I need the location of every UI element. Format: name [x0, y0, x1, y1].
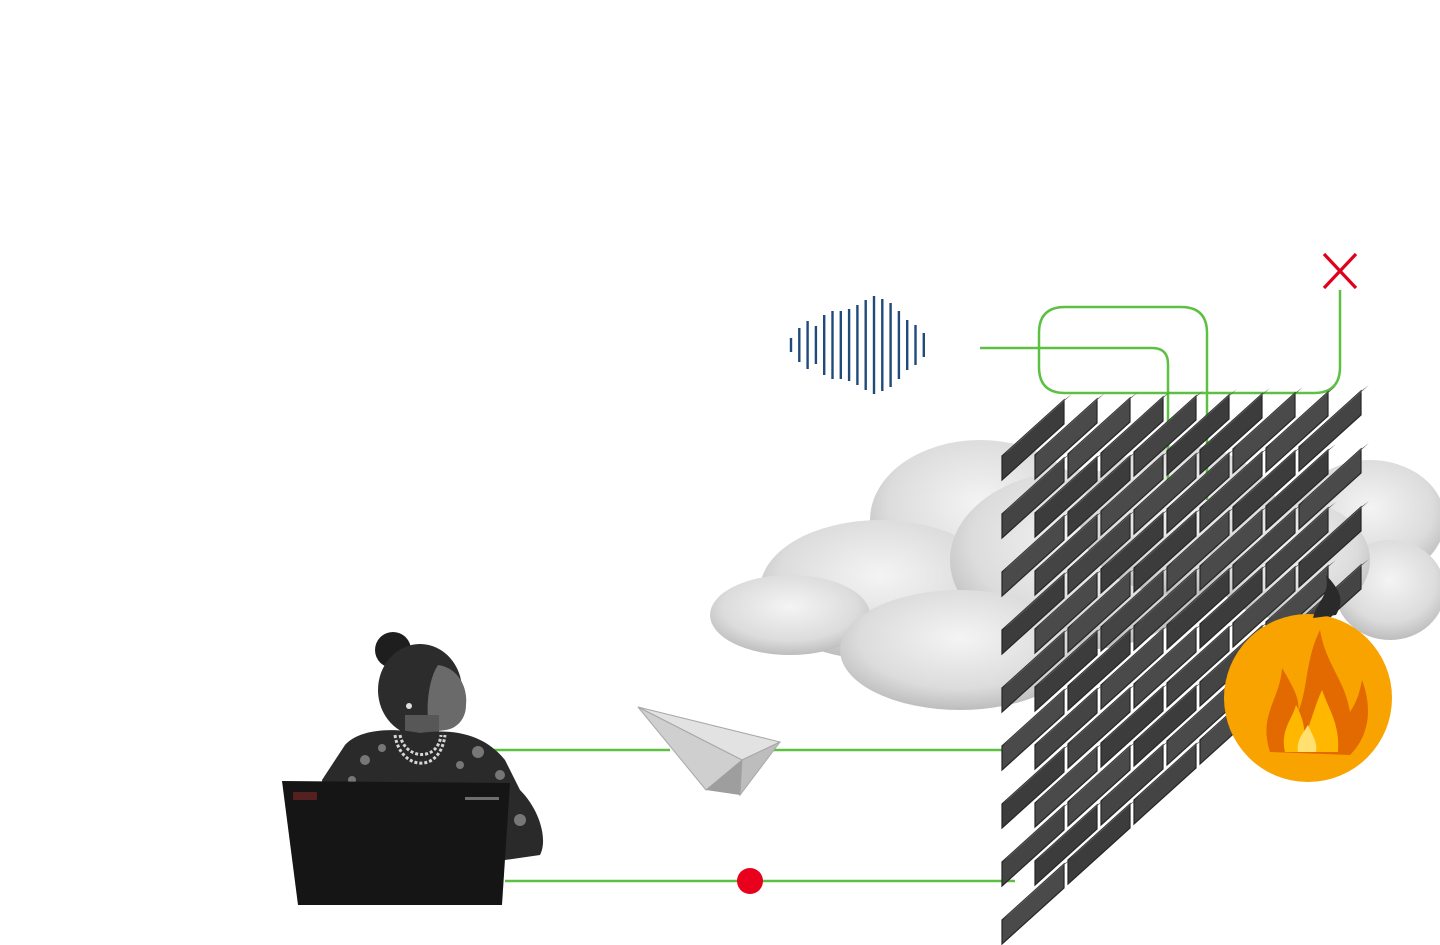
- brick-top: [1101, 565, 1171, 627]
- brick-top: [1200, 446, 1270, 508]
- brick-wall-icon: [1001, 385, 1369, 945]
- brick-top: [1200, 562, 1270, 624]
- brick-top: [1035, 683, 1105, 745]
- brick-top: [1266, 386, 1336, 448]
- brick-top: [1035, 509, 1105, 571]
- brick-top: [1134, 738, 1204, 800]
- brick-top: [1101, 391, 1171, 453]
- brick-top: [1068, 682, 1138, 744]
- brick-top: [1299, 501, 1369, 563]
- brick-top: [1167, 563, 1237, 625]
- brick-top: [1167, 505, 1237, 567]
- brick-top: [1134, 680, 1204, 742]
- brick-top: [1068, 566, 1138, 628]
- brick-top: [1101, 507, 1171, 569]
- brick-top: [1035, 741, 1105, 803]
- brick-top: [1035, 799, 1105, 861]
- brick-top: [1002, 568, 1072, 630]
- x-mark-icon: [1322, 252, 1358, 290]
- brick-top: [1101, 681, 1171, 743]
- brick-top: [1134, 448, 1204, 510]
- brick-top: [1134, 564, 1204, 626]
- person-at-laptop-image: [282, 632, 544, 905]
- brick-top: [1134, 506, 1204, 568]
- brick-top: [1233, 503, 1303, 565]
- brick-top: [1200, 388, 1270, 450]
- brick-top: [1233, 561, 1303, 623]
- brick-top: [1035, 567, 1105, 629]
- brick-top: [1233, 445, 1303, 507]
- brick-top: [1035, 451, 1105, 513]
- brick-top: [1002, 452, 1072, 514]
- sound-wave-icon: [789, 296, 925, 394]
- packet-dot: [737, 868, 763, 894]
- brick-top: [1068, 508, 1138, 570]
- brick-top: [1266, 444, 1336, 506]
- fire-icon: [1224, 575, 1392, 782]
- brick-top: [1068, 624, 1138, 686]
- brick-top: [1299, 443, 1369, 505]
- brick-top: [1233, 387, 1303, 449]
- connector-signal-loop: [1037, 290, 1342, 500]
- brick-top: [1134, 390, 1204, 452]
- brick-top: [1002, 800, 1072, 862]
- brick-top: [1101, 739, 1171, 801]
- connector-signal-left: [980, 346, 1170, 500]
- brick-top: [1101, 449, 1171, 511]
- brick-top: [1068, 392, 1138, 454]
- brick-top: [1167, 389, 1237, 451]
- brick-top: [1266, 560, 1336, 622]
- brick-top: [1068, 740, 1138, 802]
- brick-top: [1035, 393, 1105, 455]
- brick-top: [1002, 510, 1072, 572]
- brick-top: [1167, 447, 1237, 509]
- brick-top: [1035, 625, 1105, 687]
- brick-top: [1002, 684, 1072, 746]
- brick-top: [1002, 858, 1072, 920]
- brick-top: [1299, 385, 1369, 447]
- brick-top: [1167, 621, 1237, 683]
- brick-top: [1167, 679, 1237, 741]
- brick-top: [1200, 504, 1270, 566]
- brick-top: [1266, 502, 1336, 564]
- brick-top: [1002, 742, 1072, 804]
- brick-top: [1002, 626, 1072, 688]
- brick-top: [1068, 798, 1138, 860]
- brick-top: [1068, 450, 1138, 512]
- brick-top: [1134, 622, 1204, 684]
- brick-top: [1101, 623, 1171, 685]
- paper-plane-icon: [637, 706, 782, 797]
- brick-top: [1002, 394, 1072, 456]
